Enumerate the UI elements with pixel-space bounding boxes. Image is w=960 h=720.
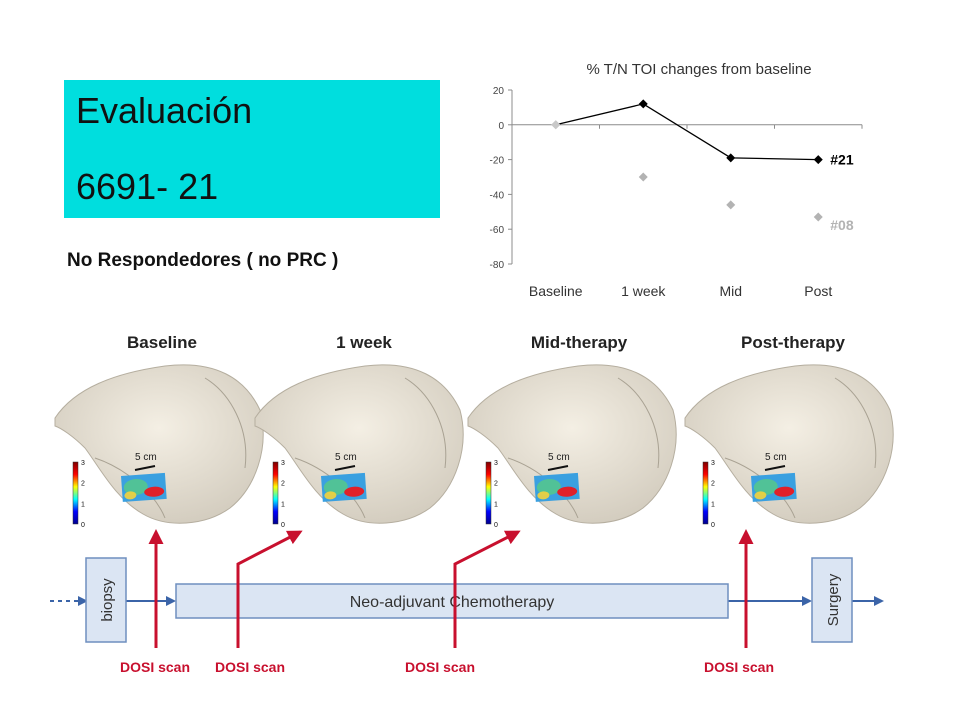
scale-bar [547,465,569,471]
scale-label: 5 cm [765,452,787,463]
torso-model [684,364,894,524]
data-point [638,99,648,109]
stage-label: Baseline [127,333,197,352]
colorbar-tick: 1 [281,501,285,508]
stage-label: Mid-therapy [531,333,628,352]
shadow-line [404,377,447,469]
shadow-line [204,377,247,469]
heatmap-blob [536,478,561,496]
stage-label: Post-therapy [741,333,845,352]
colorbar-tick: 2 [711,481,715,488]
dosi-figure: 5 cm 3 2 1 0 Baseline 5 cm 3 2 1 0 1 week 5 cm 3 2 1 0 Mi… [50,333,894,675]
y-tick-label: 0 [498,121,504,132]
colorbar [702,461,709,525]
breast-panel: 5 cm 3 2 1 0 [254,364,464,529]
colorbar [485,461,492,525]
y-tick-label: -20 [490,156,505,167]
heatmap-hotspot [144,486,165,497]
dosi-scan-label: DOSI scan [405,659,475,675]
x-tick-label: Post [804,283,832,299]
title-box: Evaluación 6691- 21 [64,80,440,218]
heatmap-blob [323,478,348,496]
torso-model [54,364,264,524]
colorbar-tick: 2 [494,481,498,488]
heatmap-blob [537,491,550,500]
biopsy-box [85,557,127,643]
heatmap-hotspot [557,486,578,497]
heatmap-patch [121,472,167,502]
colorbar-tick: 0 [281,522,285,529]
chart-title: % T/N TOI changes from baseline [586,61,811,78]
x-tick-label: Baseline [529,283,583,299]
heatmap-patch [751,472,797,502]
shadow-line [834,377,877,469]
breast-panel: 5 cm 3 2 1 0 [54,364,264,529]
series-label: #08 [830,217,854,233]
surgery-label: Surgery [825,573,842,626]
slide-title: Evaluación [76,90,253,131]
slide-id: 6691- 21 [76,166,219,207]
dosi-scan-arrow [453,530,521,648]
colorbar-tick: 1 [494,501,498,508]
data-point [726,200,736,210]
data-point [551,120,561,130]
biopsy-label: biopsy [99,578,116,622]
shadow-line [617,377,660,469]
scale-label: 5 cm [135,452,157,463]
data-point [726,153,736,163]
colorbar-tick: 3 [281,460,285,467]
x-tick-label: Mid [719,283,742,299]
colorbar [272,461,279,525]
chemo-label: Neo-adjuvant Chemotherapy [350,594,555,611]
scale-bar [334,465,356,471]
series-line [555,103,819,161]
x-tick-label: 1 week [621,283,666,299]
slide-subtitle: No Respondedores ( no PRC ) [67,250,339,271]
stage-label: 1 week [336,333,392,352]
data-point [813,155,823,165]
data-point [813,212,823,222]
heatmap-blob [753,478,778,496]
heatmap-hotspot [774,486,795,497]
data-point [638,172,648,182]
breast-panel: 5 cm 3 2 1 0 [467,364,677,529]
toi-line-chart: % T/N TOI changes from baseline 20 0 -20 -40… [490,61,863,299]
heatmap-patch [321,472,367,502]
heatmap-blob [123,478,148,496]
y-tick-label: 20 [493,86,505,97]
series-label: #21 [830,152,854,168]
heatmap-blob [124,491,137,500]
colorbar-tick: 2 [281,481,285,488]
colorbar-tick: 0 [711,522,715,529]
scale-bar [134,465,156,471]
heatmap-blob [754,491,767,500]
scale-bar [764,465,786,471]
colorbar-tick: 3 [711,460,715,467]
colorbar-tick: 1 [711,501,715,508]
scale-label: 5 cm [548,452,570,463]
torso-model [467,364,677,524]
colorbar-tick: 1 [81,501,85,508]
colorbar-tick: 3 [494,460,498,467]
dosi-scan-arrow [236,530,303,648]
heatmap-hotspot [344,486,365,497]
y-tick-label: -40 [490,190,505,201]
surgery-box [811,557,853,643]
dosi-scan-label: DOSI scan [704,659,774,675]
torso-model [254,364,464,524]
colorbar [72,461,79,525]
colorbar-tick: 0 [494,522,498,529]
dosi-scan-label: DOSI scan [215,659,285,675]
y-tick-label: -60 [490,225,505,236]
breast-panel: 5 cm 3 2 1 0 [684,364,894,529]
dosi-scan-label: DOSI scan [120,659,190,675]
colorbar-tick: 3 [81,460,85,467]
colorbar-tick: 2 [81,481,85,488]
colorbar-tick: 0 [81,522,85,529]
scale-label: 5 cm [335,452,357,463]
y-tick-label: -80 [490,260,505,271]
chemo-box [175,583,729,619]
heatmap-blob [324,491,337,500]
heatmap-patch [534,472,580,502]
